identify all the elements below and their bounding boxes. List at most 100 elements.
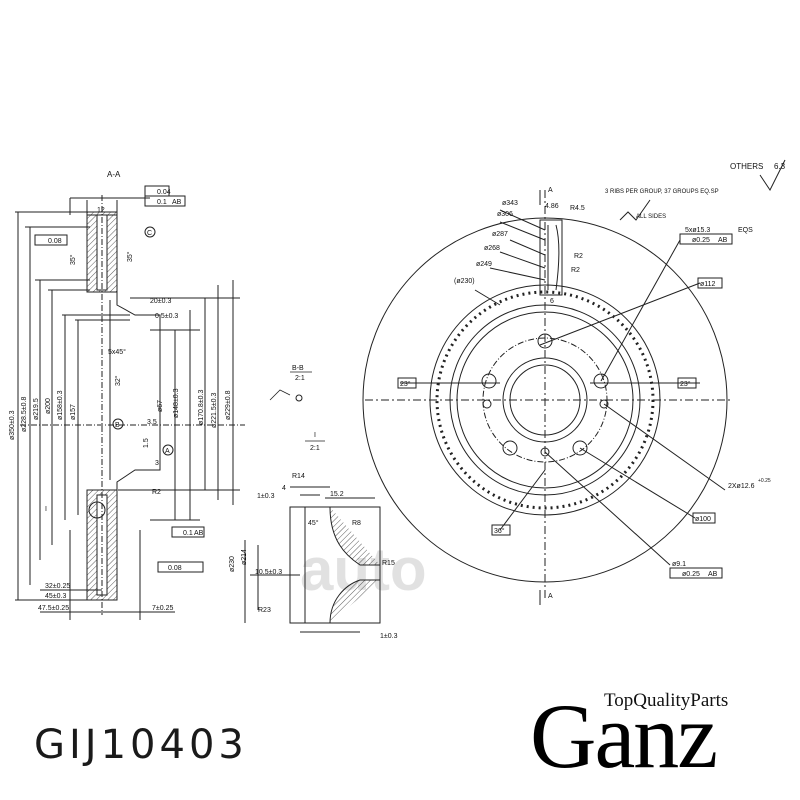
- r2b-label: R2: [571, 267, 580, 274]
- radius-r2-label: R2: [152, 489, 161, 496]
- d158-label: ø158±0.3: [57, 390, 64, 420]
- datum-c-label: C: [147, 230, 152, 237]
- flatness-value: 0.04: [157, 189, 171, 196]
- small-hole-1: [482, 399, 492, 409]
- d100-box: [692, 512, 716, 524]
- d268-label: ø268: [484, 245, 500, 252]
- d343-label: ø343: [502, 200, 518, 207]
- w7-label: 7±0.25: [152, 605, 173, 612]
- runout-frame-bottom: [171, 526, 205, 538]
- runout-top-datum: AB: [172, 199, 182, 206]
- w45-label: 45±0.3: [45, 593, 66, 600]
- disc-hat: [116, 292, 161, 490]
- d157-label: ø157: [70, 404, 77, 420]
- detail-i-scale: 2:1: [310, 445, 320, 452]
- w486-label: 4.86: [545, 203, 559, 210]
- datum-a-marker: [162, 444, 174, 456]
- d148-label: ø148±0.3: [173, 388, 180, 418]
- angle-top-label: 35°: [69, 254, 77, 265]
- d287-label: ø287: [492, 231, 508, 238]
- position-value: 0.08: [168, 565, 182, 572]
- holes-5-label: 5xø15.3: [685, 227, 710, 234]
- section-b-b-scale: 2:1: [295, 375, 305, 382]
- section-b-b-marker: B-B 2:1 I 2:1: [269, 365, 325, 452]
- h05-label: 0.5±0.3: [155, 313, 178, 320]
- w475-label: 47.5±0.25: [38, 605, 69, 612]
- d229-label: ø229±0.8: [225, 390, 232, 420]
- section-a-bottom: A: [548, 593, 553, 600]
- dim-3-label: 3: [155, 460, 159, 467]
- tol-025-label: +0.25: [758, 478, 771, 484]
- pos-bottom-value: ø0.25: [682, 571, 700, 578]
- detail-view-i-labels: R14 4 1±0.3 15.2 45° R8 ø230 ø214 10.5±0…: [229, 473, 398, 640]
- detail-1: 1±0.3: [257, 493, 275, 500]
- section-view-a-a-labels: 0.04 0.1 AB 0.08 C 12 35° 35° ø350±0.3 ø…: [9, 189, 232, 612]
- detail-45: 45°: [308, 519, 319, 527]
- angle-right-label: 23°: [680, 380, 691, 388]
- position-frame: [157, 561, 204, 573]
- d219-label: ø219.5: [33, 398, 40, 420]
- all-sides-symbol: [619, 199, 651, 221]
- angle-36-label: 36°: [494, 527, 505, 535]
- w32-label: 32±0.25: [45, 583, 70, 590]
- d249-label: ø249: [476, 261, 492, 268]
- parallel-frame: [34, 234, 68, 246]
- d228-label: ø228.5±0.8: [21, 397, 28, 432]
- dim-35-label: 3.5: [147, 419, 157, 426]
- dim-15-label: 1.5: [143, 438, 150, 448]
- others-label: OTHERS: [730, 162, 763, 171]
- d100-label: ø100: [695, 516, 711, 523]
- datum-b-label: B: [115, 422, 120, 429]
- surface-finish-symbol: [759, 159, 786, 191]
- all-sides-note: ALL SIDES: [636, 214, 666, 220]
- section-a-a-label: A-A: [107, 170, 121, 179]
- h20-label: 20±0.3: [150, 298, 171, 305]
- detail-d214: ø214: [241, 549, 248, 565]
- front-view-labels: OTHERS 6.3 3 RIBS PER GROUP, 37 GROUPS E…: [400, 162, 786, 600]
- eqs-note: EQS: [738, 227, 753, 234]
- section-a-top: A: [548, 187, 553, 194]
- angle-32-label: 32°: [114, 375, 122, 386]
- pos-bottom-datum: AB: [708, 571, 718, 578]
- section-view-a-a: A-A: [15, 170, 245, 620]
- pos-top-value: ø0.25: [692, 237, 710, 244]
- angle-left-box: [397, 377, 417, 389]
- d306-label: ø306: [497, 211, 513, 218]
- others-value: 6.3: [774, 162, 786, 171]
- bolt-hole-2: [593, 373, 609, 389]
- d67-label: ø67: [157, 400, 164, 412]
- runout-frame-top: [144, 195, 186, 207]
- d230-label: (ø230): [454, 278, 475, 285]
- detail-mark-label: I: [45, 506, 47, 513]
- d112-box: [697, 277, 723, 289]
- d350-label: ø350±0.3: [9, 410, 16, 440]
- ribs-note: 3 RIBS PER GROUP, 37 GROUPS EQ.SP: [605, 189, 719, 195]
- datum-a-label: A: [165, 448, 170, 455]
- detail-d230: ø230: [229, 556, 236, 572]
- runout-top-value: 0.1: [157, 199, 167, 206]
- detail-i-circle: [88, 501, 106, 519]
- r2a-label: R2: [574, 253, 583, 260]
- angle-bottom-label: 35°: [126, 251, 134, 262]
- datum-b-marker: [112, 418, 124, 430]
- chamfer-label: 5x45°: [108, 348, 126, 356]
- bolt-hole-4: [502, 440, 518, 456]
- hole-91-label: ø9.1: [672, 561, 686, 568]
- runout-bottom-datum: AB: [194, 530, 204, 537]
- detail-1b: 1±0.3: [380, 633, 398, 640]
- brand-tagline: TopQualityParts: [604, 690, 729, 711]
- detail-r8: R8: [352, 520, 361, 527]
- runout-bottom-value: 0.1: [183, 530, 193, 537]
- detail-4: 4: [282, 485, 286, 492]
- rib-detail: [539, 219, 563, 296]
- d170-label: ø170.8±0.3: [198, 390, 205, 425]
- d200-label: ø200: [45, 398, 52, 414]
- d112-label: ø112: [700, 281, 716, 288]
- d221-label: ø221.5±0.3: [211, 393, 218, 428]
- holes-2-label: 2Xø12.6: [728, 483, 755, 490]
- bolt-hole-5: [481, 373, 497, 389]
- pos-frame-top: [679, 233, 733, 245]
- brand-logo: Ganz: [530, 685, 718, 787]
- detail-r23: R23: [258, 607, 271, 614]
- rib-contour: [547, 224, 560, 291]
